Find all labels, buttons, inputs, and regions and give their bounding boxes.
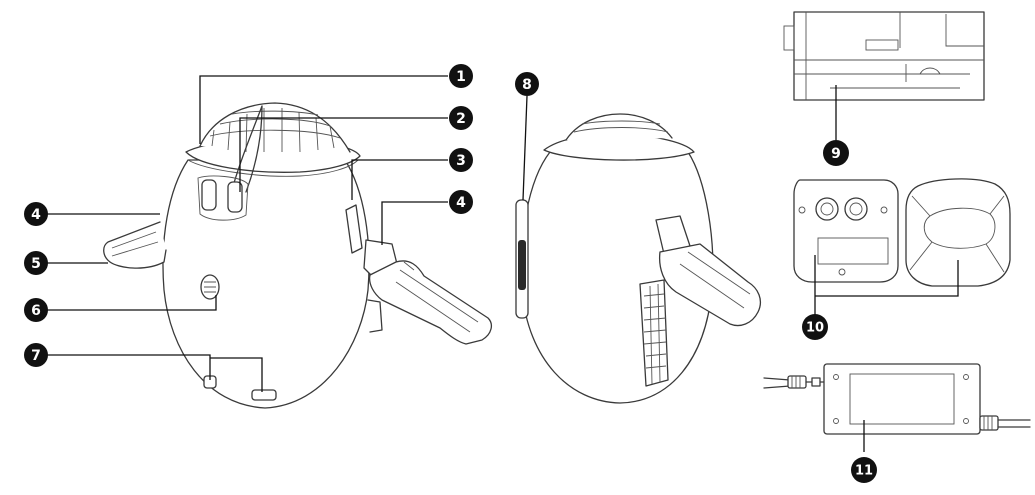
callout-11: 11 [851,457,877,483]
callout-2-label: 2 [456,111,466,127]
callout-8-label: 8 [522,77,532,93]
item-9-top-part [783,11,985,101]
device-front-view [103,102,493,409]
callout-4-left: 4 [24,202,48,226]
callout-10: 10 [802,314,828,340]
right-hinge-bracket [345,204,363,254]
callout-5-label: 5 [31,256,41,272]
callout-7-label: 7 [31,348,41,364]
callout-6: 6 [24,298,48,322]
item-10-cover-left [793,179,899,283]
front-socket-left [201,179,217,211]
callout-1: 1 [449,64,473,88]
device-side-view [515,113,762,404]
front-socket-right [227,181,243,213]
left-small-handle [103,221,167,269]
item-9-outline [793,11,985,101]
callout-3-label: 3 [456,153,466,169]
front-bottom-switch [251,389,277,401]
callout-4-left-label: 4 [31,207,41,223]
leader-lines [38,75,959,452]
callout-8: 8 [515,72,539,96]
callout-4-right: 4 [449,190,473,214]
item-10-covers [793,178,1011,287]
callout-3: 3 [449,148,473,172]
callout-1-label: 1 [456,69,466,85]
adapter-body [823,363,981,435]
callout-7: 7 [24,343,48,367]
callout-5: 5 [24,251,48,275]
callout-10-label: 10 [806,321,824,336]
callout-6-label: 6 [31,303,41,319]
item-11-power-adapter [763,363,1031,435]
side-dome [565,113,673,141]
adapter-label [849,373,955,425]
callout-11-label: 11 [855,464,873,479]
adapter-cable-left [763,377,791,389]
side-slot-insert [518,240,526,290]
callout-4-right-label: 4 [456,195,466,211]
right-long-handle [368,260,493,345]
callout-9: 9 [823,140,849,166]
adapter-cable-right [997,419,1031,428]
item-10-cover-right [905,178,1011,287]
front-body [162,159,370,409]
callout-2: 2 [449,106,473,130]
front-dome [199,102,351,153]
callout-9-label: 9 [831,146,841,162]
